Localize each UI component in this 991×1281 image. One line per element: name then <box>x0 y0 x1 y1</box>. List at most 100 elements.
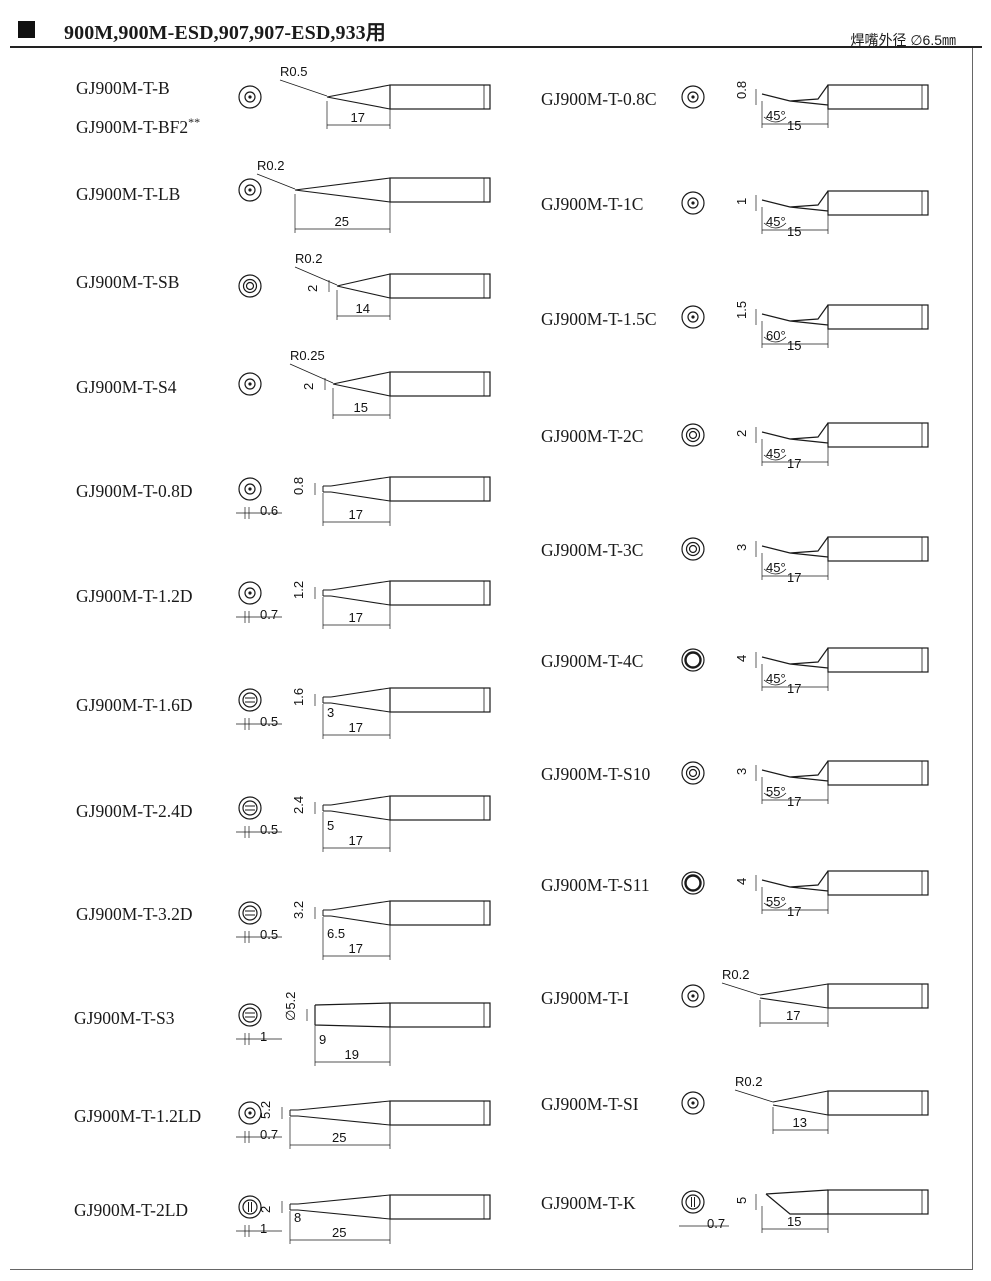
bottom-border <box>10 1269 973 1270</box>
dimension-label: 5.2 <box>258 1101 273 1119</box>
dimension-label: 15 <box>787 338 801 353</box>
dimension-label: 5 <box>734 1197 749 1204</box>
end-view-outer-circle <box>238 581 262 605</box>
drawing-line <box>297 1100 391 1111</box>
dimension-label: 2.4 <box>291 796 306 814</box>
end-view-dot <box>248 95 252 99</box>
tip-end-view-icon <box>681 537 705 561</box>
blade-outline <box>314 1002 391 1028</box>
tip-body <box>389 687 491 713</box>
model-label: GJ900M-T-2LD <box>74 1200 189 1220</box>
dimension-label: R0.2 <box>295 251 322 266</box>
end-view-outer-circle <box>238 1101 262 1125</box>
drawing-line <box>330 687 391 698</box>
tip-end-view-icon <box>238 178 262 202</box>
tip-drawing: 255.20.7 <box>236 1100 491 1149</box>
drawing-line <box>330 491 391 502</box>
end-view-inner-circle <box>242 905 258 921</box>
model-label: GJ900M-T-LB <box>76 184 181 204</box>
end-view-core <box>688 768 698 778</box>
drawing-line <box>330 915 391 926</box>
knife-outline <box>765 1189 829 1215</box>
end-view-inner-circle <box>685 427 701 443</box>
dimension-label: 17 <box>787 681 801 696</box>
model-label: GJ900M-T-SI <box>541 1094 639 1114</box>
dimension-label: 19 <box>345 1047 359 1062</box>
end-view-outer-circle <box>681 984 705 1008</box>
dimension-label: 17 <box>349 833 363 848</box>
end-view-outer-circle <box>681 761 705 785</box>
end-view-inner-circle <box>242 1199 258 1215</box>
angle-arc <box>763 568 787 575</box>
model-label: GJ900M-T-2.4D <box>76 801 193 821</box>
end-view-outer-circle <box>681 191 705 215</box>
model-label: GJ900M-T-SB <box>76 272 180 292</box>
header-square-icon <box>18 21 35 38</box>
tip-sleeve <box>389 371 491 397</box>
end-view-inner-circle <box>242 800 258 816</box>
end-view-outer-circle <box>238 688 262 712</box>
model-label: GJ900M-T-K <box>541 1193 636 1213</box>
dimension-label: 0.6 <box>260 503 278 518</box>
drawing-line <box>759 983 829 996</box>
dimension-label: 1 <box>260 1029 267 1044</box>
angle-arc <box>763 116 787 123</box>
tip-drawing: R0.213 <box>681 1074 929 1134</box>
drawing-line <box>721 982 761 996</box>
end-view-inner-circle <box>687 990 699 1002</box>
dimension-label: 6.5 <box>327 926 345 941</box>
model-label: GJ900M-T-S10 <box>541 764 651 784</box>
drawing-line <box>297 1194 391 1205</box>
end-view-ring <box>684 874 702 892</box>
end-view-inner-circle <box>244 483 256 495</box>
dimension-label: 0.8 <box>291 477 306 495</box>
dimension-label: 17 <box>787 456 801 471</box>
model-label: GJ900M-T-0.8D <box>76 481 193 501</box>
tip-sleeve <box>389 273 491 299</box>
drawing-line <box>330 595 391 606</box>
dimension-label: 45° <box>766 560 786 575</box>
dimension-label: 15 <box>354 400 368 415</box>
model-label: GJ900M-T-1.2D <box>76 586 193 606</box>
dimension-label: R0.2 <box>722 967 749 982</box>
tip-sleeve <box>389 687 491 713</box>
tip-sleeve <box>827 84 929 110</box>
tip-end-view-icon <box>681 191 705 215</box>
tip-end-view-icon <box>681 871 705 895</box>
model-label: GJ900M-T-B <box>76 78 170 98</box>
end-view-inner-circle <box>685 1194 701 1210</box>
end-view-outer-circle <box>681 305 705 329</box>
drawing-line <box>294 266 338 286</box>
dimension-label: 15 <box>787 1214 801 1229</box>
end-view-dot <box>248 382 252 386</box>
dimension-label: 25 <box>332 1130 346 1145</box>
tip-diameter-note: 焊嘴外径 ∅6.5㎜ <box>850 32 956 48</box>
end-view-inner-circle <box>687 1097 699 1109</box>
drawing-line <box>289 363 334 384</box>
tip-body <box>389 1100 491 1126</box>
end-view-outer-circle <box>238 901 262 925</box>
tip-end-view-icon <box>238 85 262 109</box>
model-label: GJ900M-T-1.5C <box>541 309 657 329</box>
end-view-core <box>245 281 255 291</box>
angle-arc <box>763 336 787 343</box>
end-view-outer-circle <box>681 648 705 672</box>
tip-body <box>389 476 491 502</box>
dimension-label: R0.2 <box>257 158 284 173</box>
end-view-dot <box>691 201 695 205</box>
page-header: 900M,900M-ESD,907,907-ESD,933用 焊嘴外径 ∅6.5… <box>10 12 982 48</box>
tip-body <box>389 900 491 926</box>
dimension-label: 17 <box>349 720 363 735</box>
dimension-label: 0.5 <box>260 714 278 729</box>
dimension-label: 5 <box>327 818 334 833</box>
drawing-line <box>294 177 391 191</box>
tip-body <box>389 1194 491 1220</box>
dimension-label: 2 <box>734 430 749 437</box>
